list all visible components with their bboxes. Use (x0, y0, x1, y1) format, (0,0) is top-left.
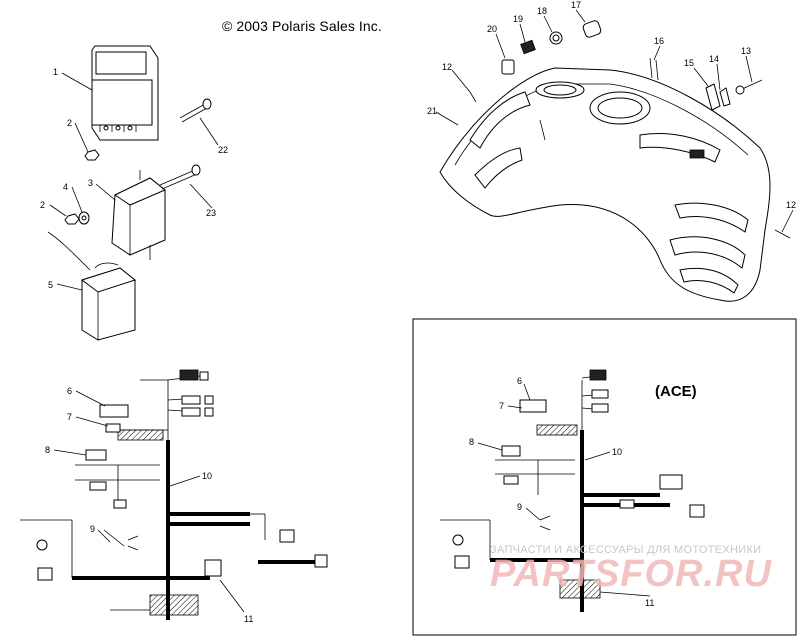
dash-pod-21 (439, 67, 771, 302)
callout-10-ace: 10 (612, 447, 622, 457)
callout-21: 21 (427, 106, 437, 116)
callout-11: 11 (244, 614, 253, 624)
callout-9-ace: 9 (517, 502, 522, 512)
bolt-22 (179, 98, 212, 123)
callout-15: 15 (684, 58, 694, 68)
callouts-right-harness: 6 7 8 10 9 11 (469, 376, 654, 608)
washer-4 (78, 211, 90, 225)
leaders-right-harness (477, 383, 651, 597)
ace-inset-label: (ACE) (655, 383, 697, 400)
leaders-left-harness (53, 390, 245, 613)
callout-2b: 2 (40, 200, 45, 210)
module-1 (91, 45, 159, 141)
watermark-tagline: ЗАПЧАСТИ И АКСЕССУАРЫ ДЛЯ МОТОТЕХНИКИ (490, 544, 762, 556)
callout-8-ace: 8 (469, 437, 474, 447)
callout-7-ace: 7 (499, 401, 504, 411)
module-5 (47, 231, 137, 341)
callout-7: 7 (67, 412, 72, 422)
callout-14: 14 (709, 54, 719, 64)
copyright-text: © 2003 Polaris Sales Inc. (222, 18, 382, 34)
callout-19: 19 (513, 14, 523, 24)
callout-1: 1 (53, 67, 58, 77)
callout-6: 6 (67, 386, 72, 396)
callout-6-ace: 6 (517, 376, 522, 386)
callout-8: 8 (45, 445, 50, 455)
module-3 (111, 170, 166, 260)
callout-12a: 12 (442, 62, 452, 72)
callouts-left-harness: 6 7 8 10 9 11 (45, 386, 253, 624)
callout-16: 16 (654, 36, 664, 46)
callout-17: 17 (571, 0, 581, 10)
harness-left (20, 369, 328, 620)
callout-23: 23 (206, 208, 216, 218)
callouts-right-top: 20 19 18 17 16 15 14 13 12 21 12 (427, 0, 796, 210)
callout-9: 9 (90, 524, 95, 534)
harness-right (440, 369, 705, 612)
callout-5: 5 (48, 280, 53, 290)
small-parts-right (469, 20, 791, 239)
callout-11-ace: 11 (645, 598, 654, 608)
nut-2b (64, 213, 80, 225)
callout-4: 4 (63, 182, 68, 192)
callout-3: 3 (88, 178, 93, 188)
callout-10: 10 (202, 471, 212, 481)
nut-2a (84, 149, 100, 161)
callout-22: 22 (218, 145, 228, 155)
callouts-left-top: 1 2 22 4 3 2 23 5 (40, 67, 228, 290)
callout-12b: 12 (786, 200, 796, 210)
callout-18: 18 (537, 6, 547, 16)
callout-13: 13 (741, 46, 751, 56)
bolt-23 (159, 164, 201, 190)
ace-inset (412, 318, 797, 636)
callout-2a: 2 (67, 118, 72, 128)
callout-20: 20 (487, 24, 497, 34)
watermark-logo: PARTSFOR.RU (490, 553, 772, 595)
leaders-right-top (435, 9, 794, 233)
leaders-left-top (49, 72, 219, 291)
